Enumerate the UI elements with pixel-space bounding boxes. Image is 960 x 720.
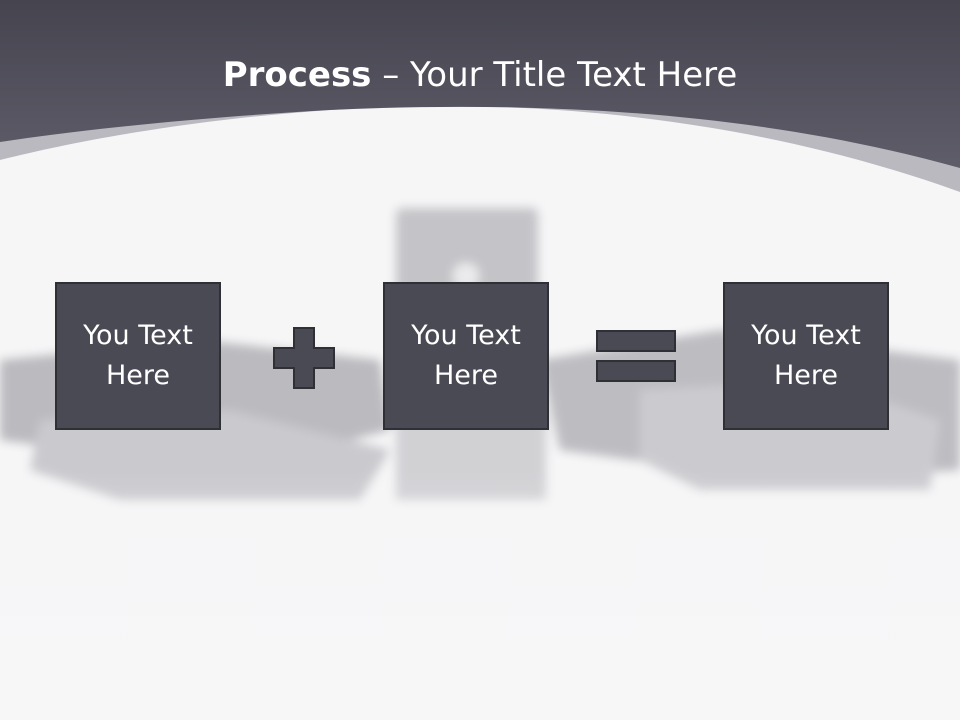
process-box-2: You Text Here: [383, 282, 549, 430]
plus-icon: [273, 327, 335, 389]
process-box-1: You Text Here: [55, 282, 221, 430]
slide-title: Process – Your Title Text Here: [0, 52, 960, 98]
process-box-3-text: You Text Here: [751, 320, 861, 391]
title-bold: Process: [222, 55, 372, 95]
title-text: – Your Title Text Here: [371, 55, 738, 95]
header-band: [0, 0, 960, 192]
process-box-3: You Text Here: [723, 282, 889, 430]
process-box-1-text: You Text Here: [83, 320, 193, 391]
equals-icon: [596, 330, 676, 382]
process-box-2-text: You Text Here: [411, 320, 521, 391]
